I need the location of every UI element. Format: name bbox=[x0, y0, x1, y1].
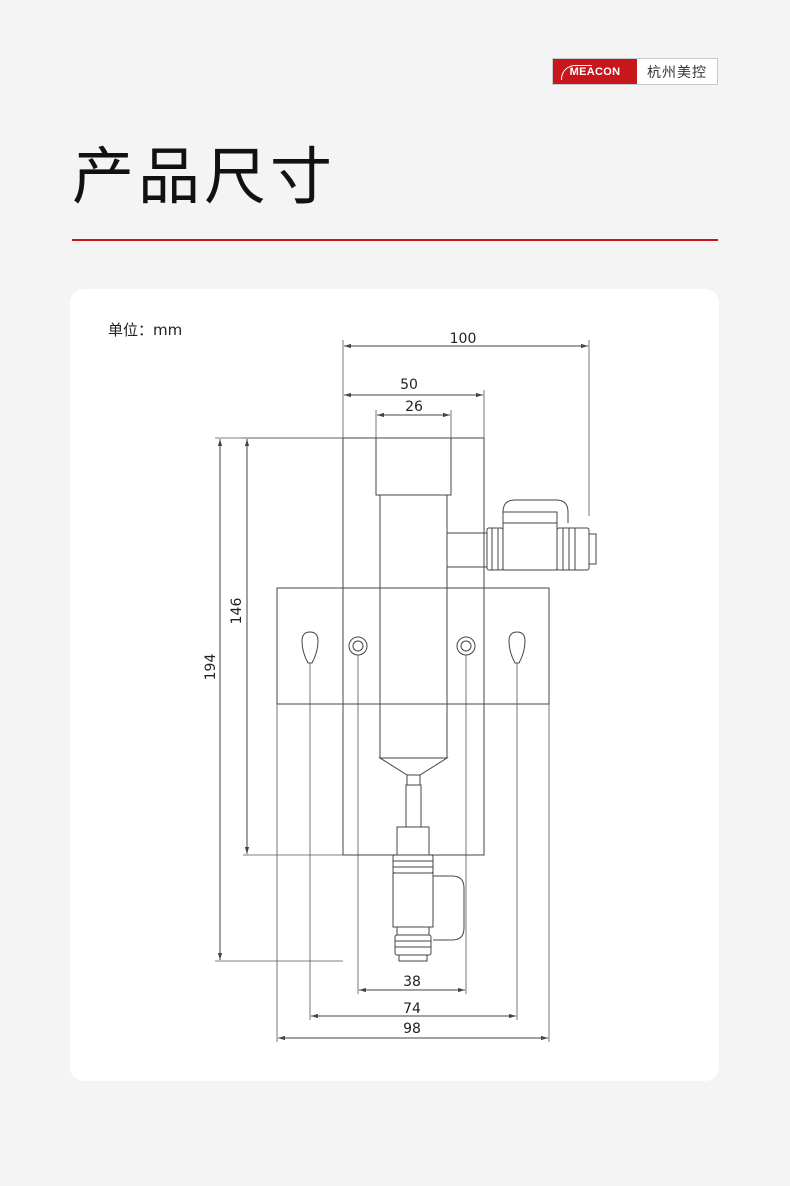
dim-label-tube-width: 26 bbox=[405, 399, 423, 415]
dim-label-body-width: 50 bbox=[400, 377, 418, 393]
side-port bbox=[446, 532, 488, 568]
tube-funnel bbox=[378, 757, 449, 776]
stem-collar bbox=[406, 774, 421, 786]
keyhole-slot-right bbox=[508, 631, 526, 664]
side-outlet-fitting bbox=[556, 527, 590, 571]
keyhole-slot-left bbox=[301, 631, 319, 664]
dim-label-body-height: 146 bbox=[229, 598, 245, 625]
mount-hole-left bbox=[348, 636, 368, 656]
dim-label-plate-width: 98 bbox=[403, 1021, 421, 1037]
brand-name: 杭州美控 bbox=[647, 64, 707, 81]
dim-label-overall-height: 194 bbox=[203, 654, 219, 681]
side-valve-body bbox=[502, 522, 558, 571]
dim-label-top-width: 100 bbox=[450, 331, 477, 347]
bottom-valve-body bbox=[392, 872, 434, 928]
page-title: 产品尺寸 bbox=[72, 140, 337, 213]
logo-mark: MEACON bbox=[553, 59, 637, 84]
bottom-outlet-nut bbox=[396, 926, 430, 936]
dim-label-hole-spacing: 38 bbox=[403, 974, 421, 990]
side-outlet-tip bbox=[588, 533, 597, 565]
bottom-outlet-tip bbox=[398, 954, 428, 962]
bottom-nut bbox=[396, 826, 430, 856]
dim-label-slot-spacing: 74 bbox=[403, 1001, 421, 1017]
title-divider bbox=[72, 239, 718, 241]
bottom-valve-handle bbox=[433, 875, 465, 941]
bottom-stem bbox=[405, 784, 422, 828]
mount-hole-right bbox=[456, 636, 476, 656]
body-outline bbox=[342, 437, 485, 856]
side-fitting bbox=[486, 527, 504, 571]
unit-label: 单位：mm bbox=[108, 321, 183, 339]
flow-tube bbox=[379, 494, 448, 759]
top-cap bbox=[375, 437, 452, 496]
brand-logo: MEACON 杭州美控 bbox=[552, 58, 718, 85]
logo-swoosh-icon bbox=[561, 65, 592, 80]
mounting-plate bbox=[276, 587, 550, 705]
bottom-outlet-fitting bbox=[394, 934, 432, 956]
bottom-fitting bbox=[392, 854, 434, 874]
side-valve-handle bbox=[502, 499, 569, 523]
